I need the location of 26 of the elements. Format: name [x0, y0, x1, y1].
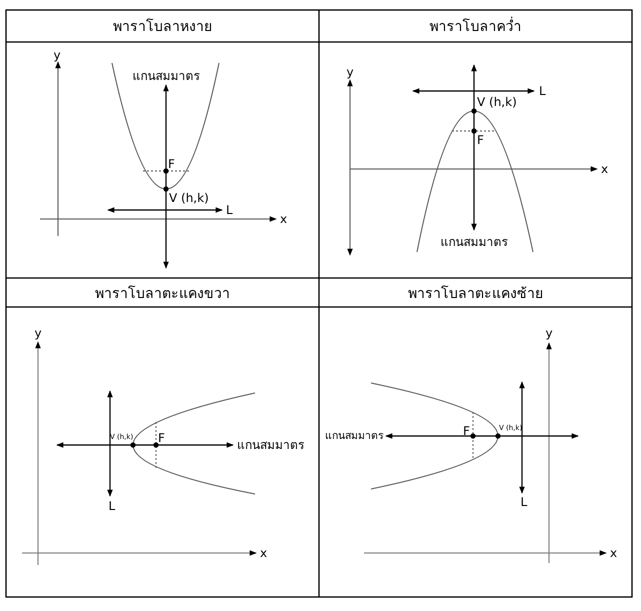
point-label: F — [168, 158, 175, 170]
axis-label: y — [346, 66, 354, 78]
axis-label: x — [601, 163, 608, 175]
axis-label: x — [280, 213, 288, 225]
header-cell: พาราโบลาคว่ำ — [319, 10, 632, 42]
axis-label: y — [34, 327, 42, 339]
point-label: F — [463, 425, 470, 437]
point-label: F — [477, 134, 484, 146]
header-cell: พาราโบลาหงาย — [6, 10, 319, 42]
header-cell: พาราโบลาตะแคงขวา — [6, 278, 319, 307]
symmetry-axis-label: แกนสมมาตร — [440, 236, 508, 248]
directrix-label: L — [226, 204, 233, 216]
axis-label: x — [610, 547, 618, 559]
header-cell: พาราโบลาตะแคงซ้าย — [319, 278, 632, 307]
directrix-label: L — [520, 496, 528, 508]
directrix-label: L — [108, 500, 116, 512]
point-label: F — [158, 432, 165, 444]
axis-label: x — [260, 547, 268, 559]
point-label: V (h,k) — [169, 192, 209, 204]
symmetry-axis-label: แกนสมมาตร — [325, 430, 384, 441]
point-label: V (h,k) — [477, 96, 517, 108]
symmetry-axis-label: แกนสมมาตร — [132, 70, 200, 82]
axis-label: y — [546, 327, 553, 339]
axis-label: y — [54, 49, 61, 61]
symmetry-axis-label: แกนสมมาตร — [237, 439, 304, 451]
directrix-label: L — [539, 85, 546, 97]
